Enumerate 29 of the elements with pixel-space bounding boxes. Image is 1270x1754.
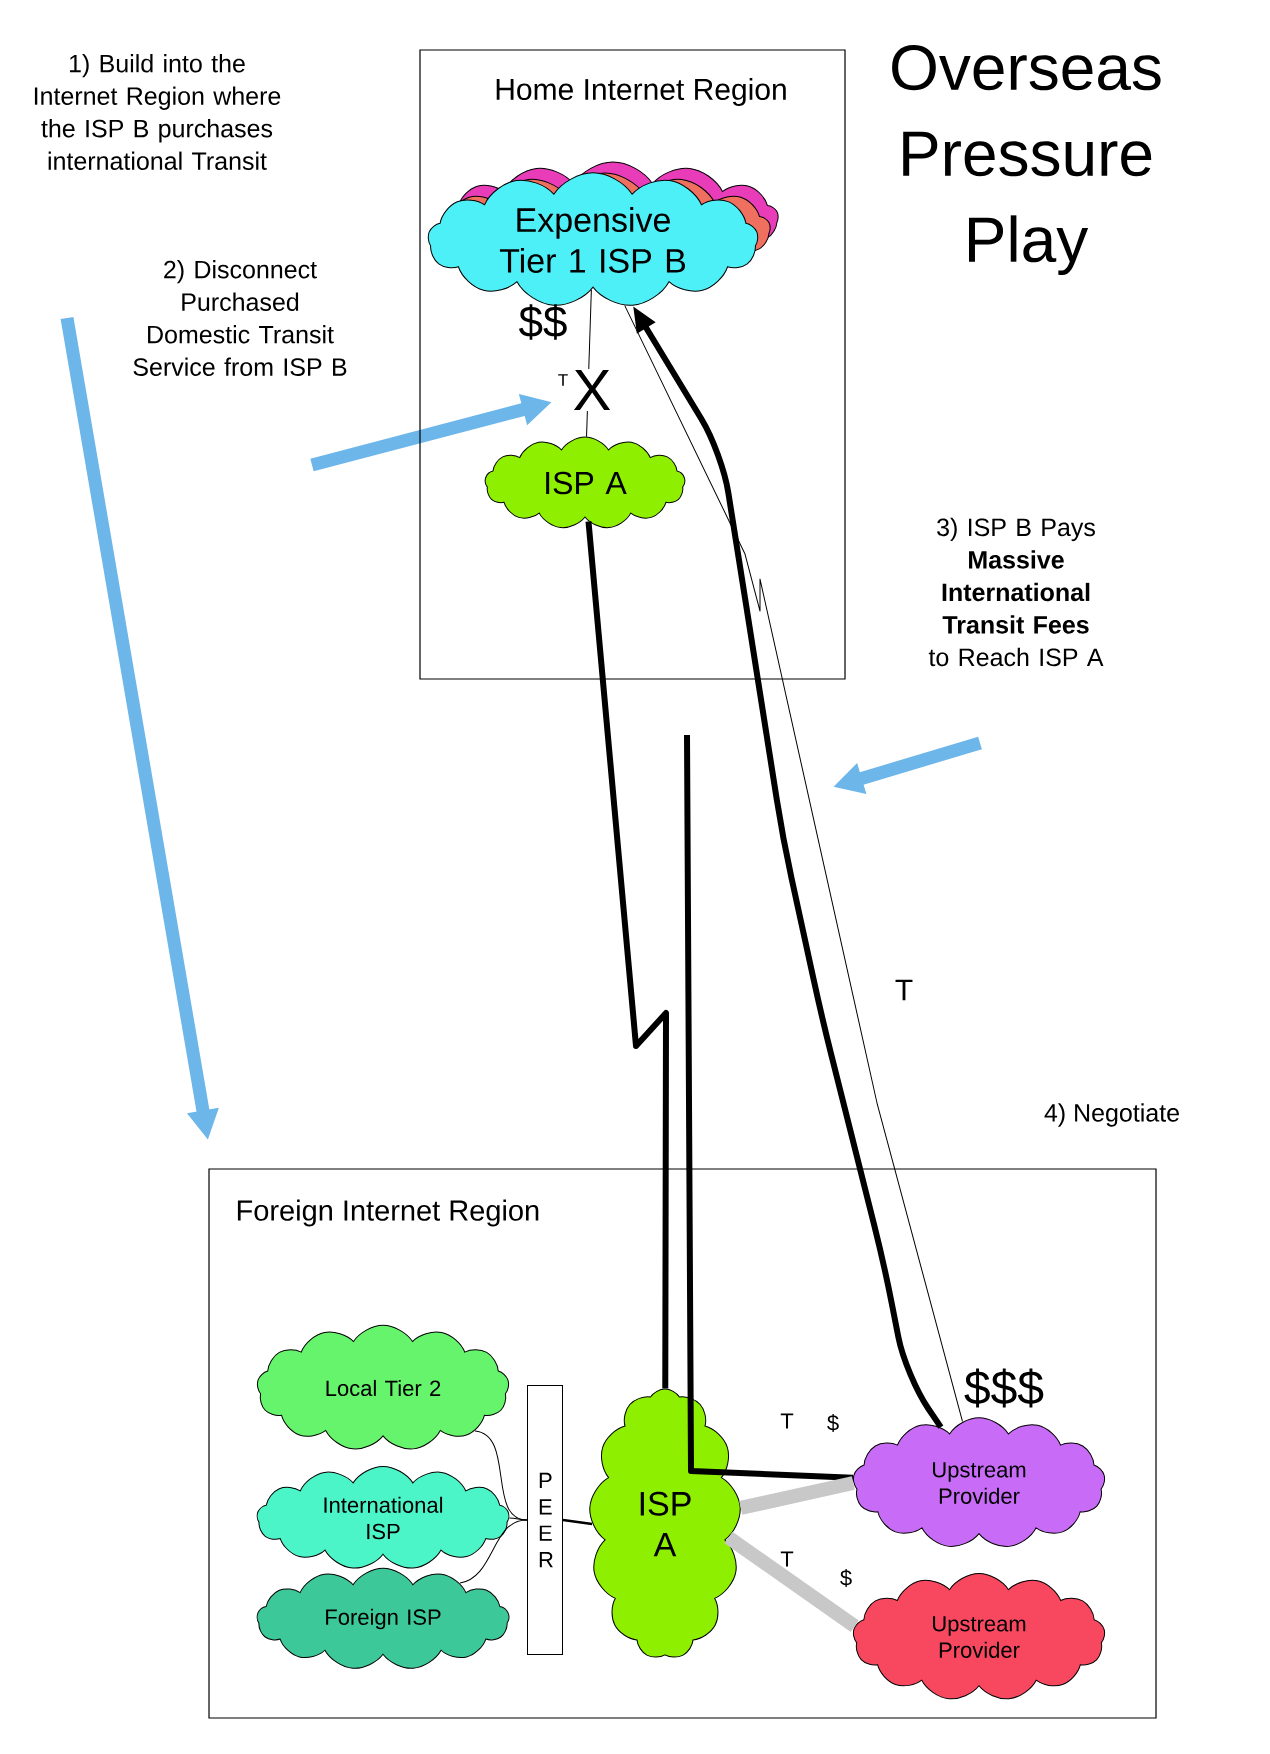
label-text: T: [780, 1551, 794, 1567]
link-band: [724, 1531, 859, 1632]
link-band: [739, 1476, 855, 1515]
note-text: 2) Disconnect Purchased Domestic Transit Service from ISP B: [133, 260, 347, 376]
connector: [508, 1517, 528, 1521]
label-text: $$: [519, 304, 567, 340]
label-text: T: [780, 1413, 794, 1429]
connector: [585, 521, 669, 1389]
cloud: ISP A: [484, 436, 686, 529]
label-text: $$$: [964, 1368, 1044, 1408]
label-text: $: [840, 1569, 852, 1587]
connector: [684, 735, 854, 1481]
label-text: T: [558, 374, 568, 386]
note-text: 3) ISP B Pays Massive International Transit Fees to Reach ISP A: [928, 517, 1104, 667]
cloud: Local Tier 2: [256, 1324, 510, 1450]
connector: [562, 1518, 593, 1526]
cloud: International ISP: [256, 1466, 510, 1569]
cloud: ISP A: [589, 1388, 741, 1658]
label-text: $: [827, 1414, 839, 1432]
cloud: Foreign ISP: [256, 1567, 510, 1669]
cloud: Upstream Provider: [852, 1573, 1106, 1700]
peer-box: P E E R: [527, 1385, 563, 1655]
title: Overseas Pressure Play: [892, 45, 1161, 275]
edge-label: X: [571, 369, 613, 411]
cloud: Upstream Provider: [852, 1417, 1106, 1547]
note-text: 1) Build into the Internet Region where the ISP B purchases international Transit: [34, 54, 281, 170]
label-text: T: [895, 979, 913, 1001]
label-text: 4) Negotiate: [1044, 1103, 1179, 1127]
connector: [459, 1519, 528, 1584]
